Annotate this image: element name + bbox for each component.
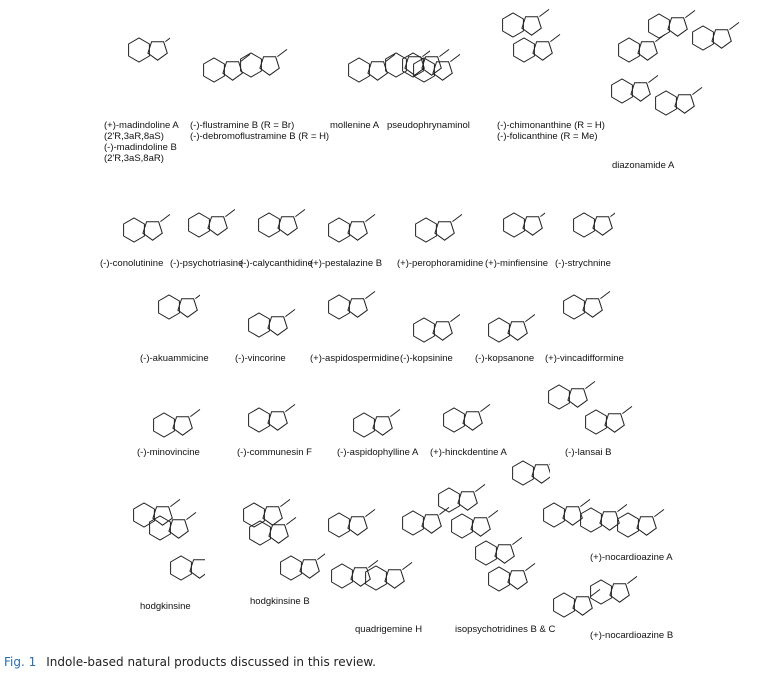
label-line: (+)-madindoline A xyxy=(104,120,179,131)
label-line: hodgkinsine B xyxy=(250,596,310,607)
label-line: (-)-aspidophylline A xyxy=(337,447,419,458)
caption-text: Indole-based natural products discussed … xyxy=(46,655,376,669)
label-line: diazonamide A xyxy=(612,160,675,171)
compound-label-communesin: (-)-communesin F xyxy=(237,447,312,458)
structure-communesin xyxy=(230,375,310,445)
label-line: (-)-strychnine xyxy=(555,258,611,269)
structure-aspidophylline xyxy=(335,380,405,445)
label-line: (-)-akuammicine xyxy=(140,353,209,364)
label-line: (-)-conolutinine xyxy=(100,258,164,269)
label-line: (2'R,3aR,8aS) xyxy=(104,131,164,142)
structure-quadrigemine xyxy=(310,480,450,620)
label-line: mollenine A xyxy=(330,120,380,131)
structure-akuammicine xyxy=(140,290,206,350)
structure-lansai xyxy=(530,380,680,440)
structure-nocardioazineB xyxy=(535,560,700,625)
compound-label-hodgkinsine: hodgkinsine xyxy=(140,601,191,612)
structure-psychotriasine xyxy=(170,180,236,255)
structure-isopsychotridines xyxy=(420,455,560,620)
compound-label-nocardioazineA: (+)-nocardioazine A xyxy=(590,552,673,563)
label-line: (-)-madindoline B xyxy=(104,142,177,153)
structure-perophoramidine xyxy=(397,185,477,255)
compound-label-pestalazine: (+)-pestalazine B xyxy=(310,258,382,269)
compound-label-hodgkinsineB: hodgkinsine B xyxy=(250,596,310,607)
compound-label-akuammicine: (-)-akuammicine xyxy=(140,353,209,364)
label-line: (-)-flustramine B (R = Br) xyxy=(190,120,295,131)
compound-label-aspidospermidine: (+)-aspidospermidine xyxy=(310,353,400,364)
compound-label-lansai: (-)-lansai B xyxy=(565,447,611,458)
structure-chimonanthine xyxy=(495,5,575,115)
compound-label-vincadifformine: (+)-vincadifformine xyxy=(545,353,624,364)
label-line: (-)-chimonanthine (R = H) xyxy=(497,120,605,131)
structure-vincadifformine xyxy=(545,290,615,350)
label-line: isopsychotridines B & C xyxy=(455,624,556,635)
label-line: (-)-calycanthidine xyxy=(240,258,313,269)
label-line: (-)-psychotriasine xyxy=(170,258,244,269)
compound-label-flustramine: (-)-flustramine B (R = Br)(-)-debromoflu… xyxy=(190,120,329,142)
label-line: (+)-aspidospermidine xyxy=(310,353,400,364)
structure-kopsinine xyxy=(395,285,461,350)
compound-label-minfiensine: (+)-minfiensine xyxy=(485,258,548,269)
structure-minovincine xyxy=(135,380,205,445)
compound-label-psychotriasine: (-)-psychotriasine xyxy=(170,258,243,269)
structure-flustramine xyxy=(185,25,295,115)
compound-label-chimonanthine: (-)-chimonanthine (R = H)(-)-folicanthin… xyxy=(497,120,605,142)
structure-hinckdentine xyxy=(425,375,505,445)
label-line: (-)-kopsinine xyxy=(400,353,453,364)
compound-label-hinckdentine: (+)-hinckdentine A xyxy=(430,447,507,458)
label-line: (+)-vincadifformine xyxy=(545,353,624,364)
structure-nocardioazineA xyxy=(525,470,695,550)
structure-hodgkinsineB xyxy=(225,470,328,590)
label-line: pseudophrynaminol xyxy=(387,120,470,131)
compound-label-conolutinine: (-)-conolutinine xyxy=(100,258,163,269)
compound-label-pseudophrynaminol: pseudophrynaminol xyxy=(387,120,470,131)
structure-madindoline xyxy=(110,5,176,115)
compound-label-madindoline: (+)-madindoline A(2'R,3aR,8aS)(-)-madind… xyxy=(104,120,179,164)
structure-kopsanone xyxy=(470,285,536,350)
compound-label-aspidophylline: (-)-aspidophylline A xyxy=(337,447,418,458)
figure-caption: Fig. 1 Indole-based natural products disc… xyxy=(4,655,376,669)
compound-label-diazonamide: diazonamide A xyxy=(612,160,674,171)
structure-pestalazine xyxy=(310,185,385,255)
label-line: hodgkinsine xyxy=(140,601,191,612)
structure-calycanthidine xyxy=(240,180,306,255)
compound-label-isopsychotridines: isopsychotridines B & C xyxy=(455,624,555,635)
compound-label-nocardioazineB: (+)-nocardioazine B xyxy=(590,630,673,641)
label-line: (+)-perophoramidine xyxy=(397,258,484,269)
label-line: (2'R,3aS,8aR) xyxy=(104,153,164,164)
structure-aspidospermidine xyxy=(310,290,380,350)
compound-label-kopsanone: (-)-kopsanone xyxy=(475,353,534,364)
structure-conolutinine xyxy=(105,185,171,255)
label-line: (+)-hinckdentine A xyxy=(430,447,507,458)
structure-vincorine xyxy=(230,280,320,350)
compound-label-minovincine: (-)-minovincine xyxy=(137,447,200,458)
structure-minfiensine xyxy=(485,180,551,255)
structure-strychnine xyxy=(555,180,621,255)
compound-label-calycanthidine: (-)-calycanthidine xyxy=(240,258,313,269)
label-line: (-)-lansai B xyxy=(565,447,612,458)
structure-pseudophrynaminol xyxy=(395,25,475,115)
label-line: (+)-minfiensine xyxy=(485,258,549,269)
compound-label-perophoramidine: (+)-perophoramidine xyxy=(397,258,483,269)
label-line: (+)-nocardioazine B xyxy=(590,630,674,641)
compound-label-vincorine: (-)-vincorine xyxy=(235,353,286,364)
compound-label-strychnine: (-)-strychnine xyxy=(555,258,611,269)
label-line: quadrigemine H xyxy=(355,624,423,635)
label-line: (-)-communesin F xyxy=(237,447,312,458)
structure-hodgkinsine xyxy=(115,470,218,595)
label-line: (-)-minovincine xyxy=(137,447,200,458)
figure-number: Fig. 1 xyxy=(4,655,37,669)
label-line: (+)-nocardioazine A xyxy=(590,552,673,563)
label-line: (-)-folicanthine (R = Me) xyxy=(497,131,598,142)
structure-diazonamide xyxy=(600,5,750,155)
label-line: (-)-kopsanone xyxy=(475,353,535,364)
label-line: (-)-vincorine xyxy=(235,353,286,364)
compound-label-kopsinine: (-)-kopsinine xyxy=(400,353,453,364)
compound-label-quadrigemine: quadrigemine H xyxy=(355,624,422,635)
compound-label-mollenine: mollenine A xyxy=(330,120,379,131)
label-line: (-)-debromoflustramine B (R = H) xyxy=(190,131,330,142)
label-line: (+)-pestalazine B xyxy=(310,258,383,269)
